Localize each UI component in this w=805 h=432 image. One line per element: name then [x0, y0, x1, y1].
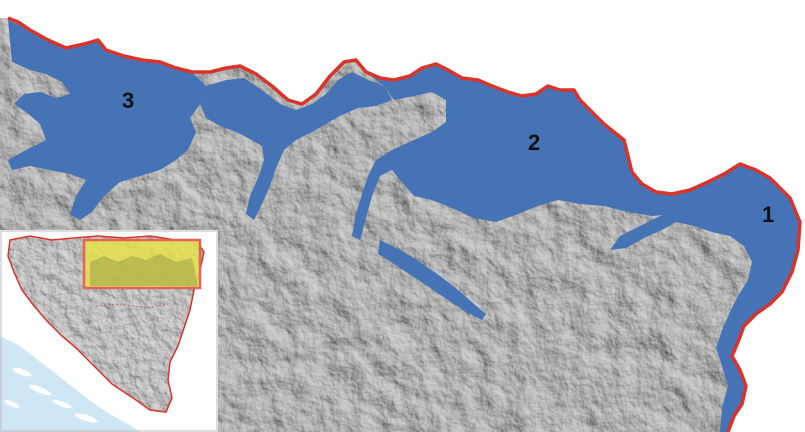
- zone-label-1: 1: [762, 202, 774, 227]
- basin-layer: [8, 20, 800, 432]
- basin-zone-1: [610, 164, 800, 432]
- locator-inset: [0, 230, 218, 432]
- inset-islands: [4, 367, 98, 423]
- inset-country-border: [7, 235, 205, 413]
- zone-label-3: 3: [122, 88, 134, 113]
- inset-internal-line: [95, 303, 169, 309]
- basin-zone-3: [8, 20, 206, 220]
- inset-frame: [0, 230, 218, 432]
- zone-label-2: 2: [528, 130, 540, 155]
- basin-zone-2: [352, 64, 724, 240]
- river-channel-north: [200, 72, 392, 220]
- river-channel-south: [378, 240, 486, 320]
- inset-sea: [0, 336, 140, 432]
- country-border: [7, 16, 802, 432]
- inset-highlight-terrain: [90, 254, 198, 286]
